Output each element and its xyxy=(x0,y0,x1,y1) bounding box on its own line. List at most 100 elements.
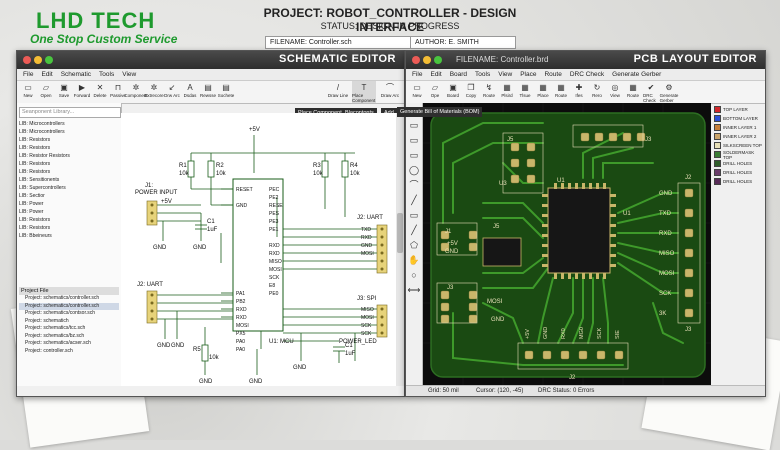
pcb-menu-edit[interactable]: Edit xyxy=(430,71,442,78)
project-file-item[interactable]: Project: schematics/tcc.sch xyxy=(25,325,86,331)
measure-icon[interactable]: ⟷ xyxy=(407,285,421,295)
ellipse-icon[interactable]: ◯ xyxy=(408,165,420,175)
minimize-window-button[interactable] xyxy=(423,56,431,64)
pcb-tool-route-button[interactable]: ↯Route xyxy=(481,81,497,103)
line-icon[interactable]: ╱ xyxy=(411,195,417,205)
library-item[interactable]: LIB: Resistor Resistors xyxy=(19,153,70,159)
project-file-item[interactable]: Project: schematics/controller.sch xyxy=(25,295,100,301)
schematic-tool-new-button[interactable]: ▭New xyxy=(20,81,36,103)
library-item[interactable]: LIB: Sectior xyxy=(19,193,45,199)
library-search-input[interactable]: Seanponent Library... xyxy=(19,107,121,118)
library-item[interactable]: LIB: Sensitionents xyxy=(19,177,60,183)
scrollbar-thumb[interactable] xyxy=(397,213,403,253)
pcb-j3-label: J3 xyxy=(645,137,652,143)
pcb-menu-file[interactable]: File xyxy=(412,71,423,78)
pcb-tool-tlsue-button[interactable]: ▦Tlsue xyxy=(517,81,533,103)
library-item[interactable]: LIB: Resistors xyxy=(19,225,51,231)
pcb-menu-generate-gerber[interactable]: Generate Gerber xyxy=(612,71,662,78)
schematic-tool-delete-button[interactable]: ✕Delete xyxy=(92,81,108,103)
library-item[interactable]: LIB: Supercontrollers xyxy=(19,185,66,191)
pcb-tool-copy-button[interactable]: ❐Copy xyxy=(463,81,479,103)
pcb-tool-place-button[interactable]: ▦Place xyxy=(535,81,551,103)
pcb-tool-drc-check-button[interactable]: ✔DRC Check xyxy=(643,81,659,103)
circle-icon[interactable]: ○ xyxy=(411,270,417,280)
schematic-tool-open-button[interactable]: ▱Open xyxy=(38,81,54,103)
schematic-tool-component-button[interactable]: ✲Component xyxy=(124,81,147,103)
pcb-menu-drc-check[interactable]: DRC Check xyxy=(569,71,605,78)
schematic-tool-extrecore-button[interactable]: ✲Extrecore xyxy=(144,81,163,103)
rectangle-icon[interactable]: ▭ xyxy=(409,150,419,160)
project-file-item[interactable]: Project: schematics/acser.sch xyxy=(25,340,91,346)
project-file-item[interactable]: Project: schematics/controller.sch xyxy=(19,302,119,310)
layer-row[interactable]: SILKSCREEN TOP xyxy=(714,141,764,150)
library-item[interactable]: LIB: Resistors xyxy=(19,145,51,151)
pcb-tool-ifes-button[interactable]: ✚Ifes xyxy=(571,81,587,103)
library-item[interactable]: LIB: Resistors xyxy=(19,217,51,223)
library-item[interactable]: LIB: Power xyxy=(19,201,44,207)
line-icon[interactable]: ╱ xyxy=(411,225,417,235)
pcb-menu-board[interactable]: Board xyxy=(449,71,468,78)
schematic-vertical-scrollbar[interactable] xyxy=(395,113,404,386)
library-item[interactable]: LIB: Microcontrollers xyxy=(19,121,65,127)
layer-row[interactable]: DRILL HOLES xyxy=(714,168,764,177)
arc-icon[interactable]: ⌒ xyxy=(409,180,419,190)
pcb-tool-route-button[interactable]: ▦Route xyxy=(553,81,569,103)
schematic-tool-rewsse-button[interactable]: ▤Rewsse xyxy=(200,81,216,103)
layer-row[interactable]: DRILL HOLES xyxy=(714,159,764,168)
tool-draw-arc-button[interactable]: ⌒Draw Arc xyxy=(378,81,402,103)
schematic-tool-sochete-button[interactable]: ▤Sochete xyxy=(218,81,235,103)
schematic-canvas[interactable]: +5V R1 10k R2 10k R3 10k R4 10k R5 10k C… xyxy=(121,113,396,386)
maximize-window-button[interactable] xyxy=(434,56,442,64)
schematic-menu-tools[interactable]: Tools xyxy=(99,71,115,78)
library-item[interactable]: LIB: Bbeineurs xyxy=(19,233,52,239)
schematic-tool-save-button[interactable]: ▣Save xyxy=(56,81,72,103)
hand-icon[interactable]: ✋ xyxy=(408,255,420,265)
layer-row[interactable]: TOP LAYER xyxy=(714,105,764,114)
pcb-tool-plsird-button[interactable]: ▦Plsird xyxy=(499,81,515,103)
layer-row[interactable]: INNER LAYER 1 xyxy=(714,123,764,132)
layer-row[interactable]: INNER LAYER 2 xyxy=(714,132,764,141)
rectangle-icon[interactable]: ▭ xyxy=(409,135,419,145)
schematic-tool-drw-arc-button[interactable]: ↙Drw Arc xyxy=(164,81,180,103)
pcb-tool-ope-button[interactable]: ▱Ope xyxy=(427,81,443,103)
maximize-window-button[interactable] xyxy=(45,56,53,64)
close-window-button[interactable] xyxy=(23,56,31,64)
polygon-icon[interactable]: ⬠ xyxy=(410,240,418,250)
pcb-menu-view[interactable]: View xyxy=(498,71,513,78)
layer-row[interactable]: DRILL HOLES xyxy=(714,177,764,186)
project-file-item[interactable]: Project: schematich xyxy=(25,317,69,324)
schematic-tool-forward-button[interactable]: ▶Forward xyxy=(74,81,91,103)
pcb-tool-generate-gerber-button[interactable]: ⚙Generate Gerber xyxy=(660,81,679,103)
rectangle-icon[interactable]: ▭ xyxy=(409,210,419,220)
pcb-tool-route-button[interactable]: ▦Route xyxy=(625,81,641,103)
schematic-menu-edit[interactable]: Edit xyxy=(41,71,53,78)
project-file-item[interactable]: Project: controller.sch xyxy=(25,347,73,354)
project-file-item[interactable]: Project: schematics/contsor.sch xyxy=(25,310,96,316)
pcb-menu-place[interactable]: Place xyxy=(520,71,537,78)
pcb-canvas[interactable]: J1 +5V GND J3 J5 J5 J2 J2 U1 U3 U1 J3 J3… xyxy=(423,103,711,386)
layer-row[interactable]: SOLDERMASK TOP xyxy=(714,150,764,160)
close-window-button[interactable] xyxy=(412,56,420,64)
pcb-menu-tools[interactable]: Tools xyxy=(475,71,491,78)
pcb-tool-board-button[interactable]: ▣Board xyxy=(445,81,461,103)
tool-draw-line-button[interactable]: /Draw Line xyxy=(326,81,350,103)
schematic-menu-view[interactable]: View xyxy=(122,71,137,78)
pcb-tool-view-button[interactable]: ◎View xyxy=(607,81,623,103)
pcb-menu-route[interactable]: Route xyxy=(544,71,562,78)
library-item[interactable]: LIB: Power xyxy=(19,209,44,215)
pcb-tool-new-button[interactable]: ▭New xyxy=(409,81,425,103)
minimize-window-button[interactable] xyxy=(34,56,42,64)
library-item[interactable]: LIB: Resistors xyxy=(19,169,51,175)
library-item[interactable]: LIB: Microcontrollers xyxy=(19,129,65,135)
schematic-menu-schematic[interactable]: Schematic xyxy=(60,71,92,78)
library-item[interactable]: LIB: Resistors xyxy=(19,137,51,143)
schematic-menu-file[interactable]: File xyxy=(23,71,34,78)
project-file-item[interactable]: Project: schematics/bz.sch xyxy=(25,332,85,339)
rectangle-icon[interactable]: ▭ xyxy=(409,120,419,130)
library-item[interactable]: LIB: Resistors xyxy=(19,161,51,167)
schematic-tool-passive-button[interactable]: ⊓Passive xyxy=(110,81,126,103)
pcb-tool-rero-button[interactable]: ↻Rero xyxy=(589,81,605,103)
layer-row[interactable]: BOTTOM LAYER xyxy=(714,114,764,123)
